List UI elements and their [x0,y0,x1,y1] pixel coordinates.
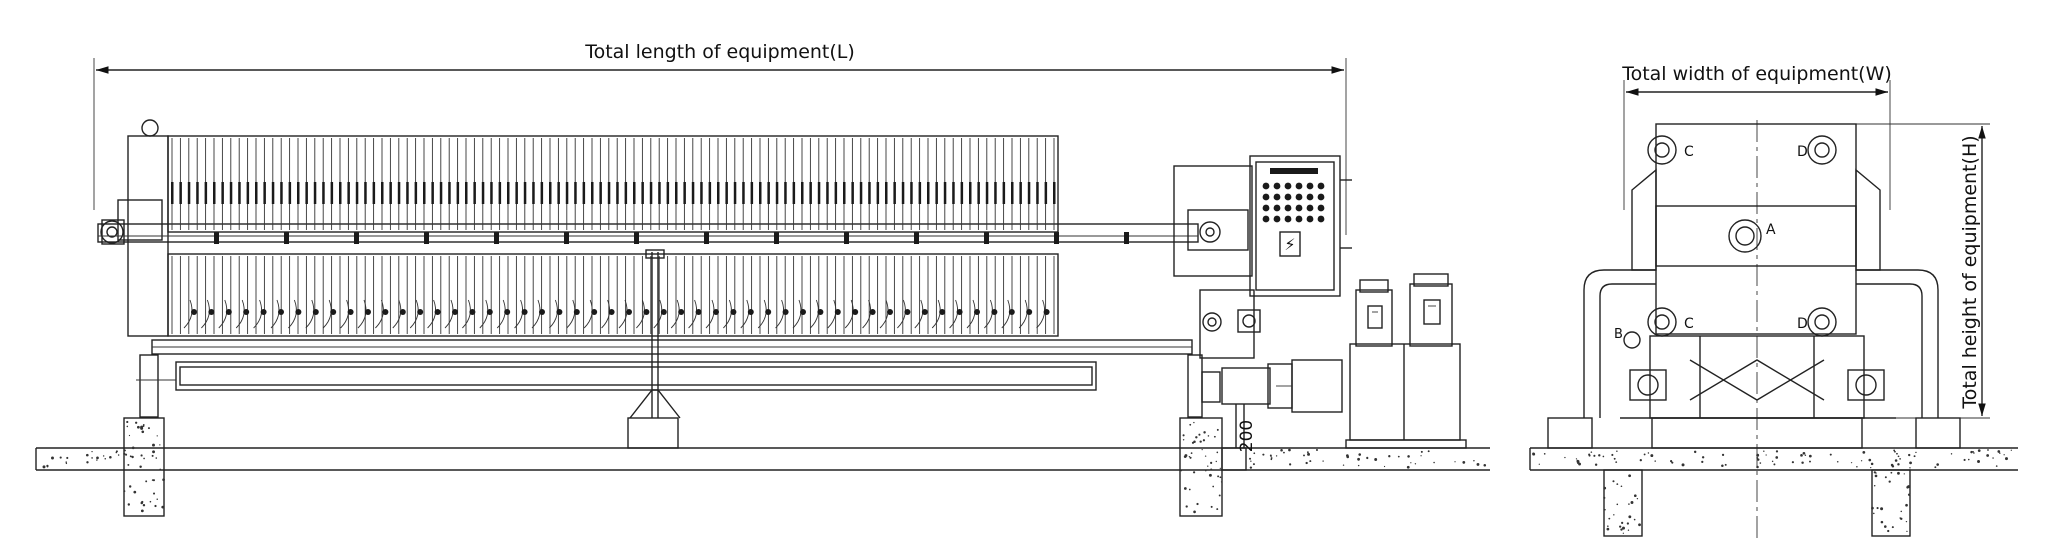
height-dimension: Total height of equipment(H) [1832,123,1990,419]
end-frame [1583,123,1939,419]
length-dimension-label: Total length of equipment(L) [584,41,855,63]
port-a: A [1766,222,1776,238]
end-ports: C D A C D B [1614,135,1837,349]
tail-and-cylinder: 200 [1173,165,1343,452]
side-view: Total length of equipment(L) [35,41,1490,517]
port-c-bottom: C [1684,316,1694,332]
length-dimension: Total length of equipment(L) [93,41,1347,235]
concrete-speckle [42,420,1487,514]
port-d-top: D [1797,144,1808,160]
port-d-bottom: D [1797,316,1808,332]
base-height-label: 200 [1237,420,1257,452]
width-dimension-label: Total width of equipment(W) [1621,63,1892,85]
end-view: Total width of equipment(W) Total height… [1529,63,2018,540]
drip-tray-frame [136,249,1203,419]
filter-plate-stack [167,135,1059,337]
port-c-top: C [1684,144,1694,160]
fixed-head [100,119,169,337]
hydraulic-station [1349,273,1461,441]
width-dimension: Total width of equipment(W) [1621,63,1892,210]
side-beam [97,223,1199,244]
lightning-bolt-icon: ⚡ [1284,235,1295,254]
side-foundation [35,417,1490,517]
control-panel: ⚡ [1249,155,1352,297]
end-foundation [1529,417,2018,537]
height-dimension-label: Total height of equipment(H) [1959,135,1981,409]
port-b: B [1614,327,1623,342]
